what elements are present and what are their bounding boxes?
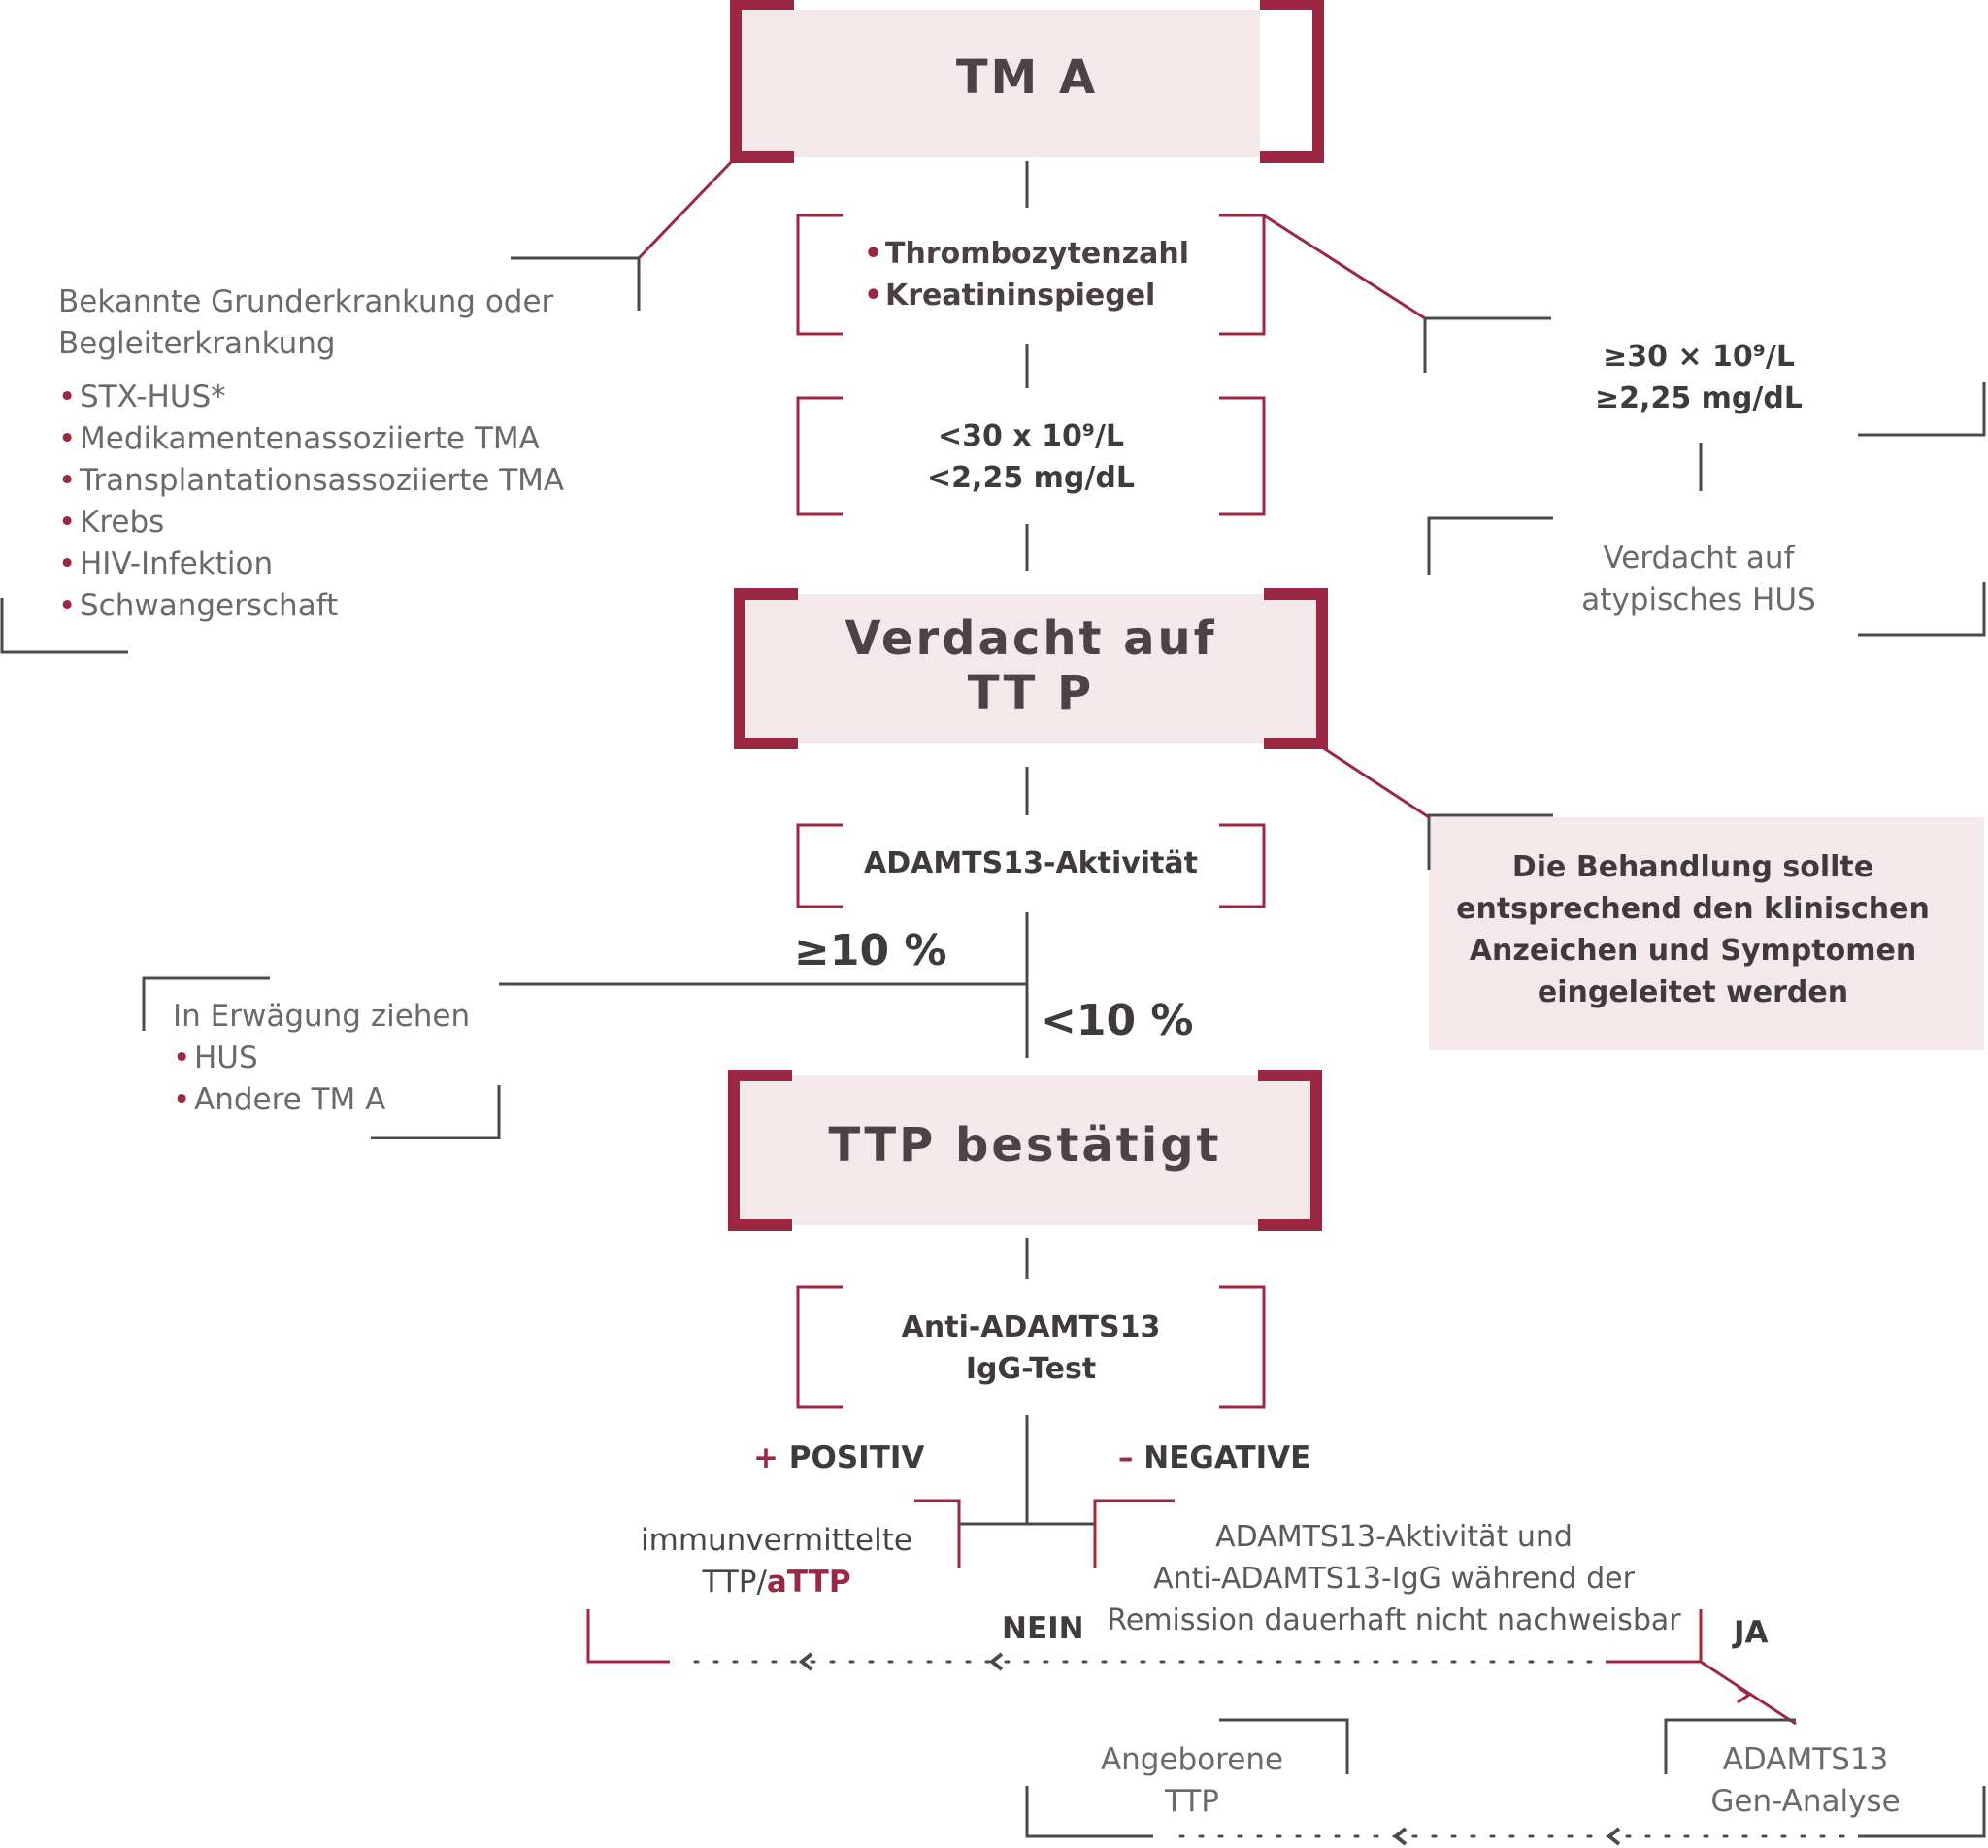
known-disease-list: STX-HUS* Medikamentenassoziierte TMA Tra… [58,377,564,627]
immune-ttp-text: TTP/ [702,1565,767,1600]
branch-high-label: ≥10 % [794,926,947,975]
minus-sign: – [1118,1440,1134,1475]
remission-line-1: ADAMTS13-Aktivität und [1215,1520,1573,1554]
atypical-line-1: Verdacht auf [1603,541,1795,576]
gene-line-1: ADAMTS13 [1722,1742,1889,1777]
low-values: <30 x 10⁹/L <2,25 mg/dL [843,415,1219,499]
high-values: ≥30 × 10⁹/L ≥2,25 mg/dL [1553,336,1844,419]
known-disease-block: Bekannte Grunderkrankung oder Begleiterk… [58,281,564,627]
igg-line-1: Anti-ADAMTS13 [901,1310,1161,1344]
branch-low-label: <10 % [1041,996,1194,1045]
list-item: Schwangerschaft [58,585,564,627]
list-item: Krebs [58,502,564,544]
suspected-ttp-box-fill [746,594,1324,743]
gene-line-2: Gen-Analyse [1710,1784,1901,1819]
consider-list: HUS Andere TM A [173,1038,470,1121]
list-item: Andere TM A [173,1079,470,1121]
remission-note: ADAMTS13-Aktivität und Anti-ADAMTS13-IgG… [1105,1516,1683,1641]
nein-label: NEIN [1002,1611,1084,1646]
treatment-note: Die Behandlung sollte entsprechend den k… [1429,846,1957,1013]
treatment-line-1: Die Behandlung sollte [1511,850,1874,884]
lab-parameter-list: Thrombozytenzahl Kreatininspiegel [864,233,1189,316]
suspected-ttp-title: Verdacht auf TT P [740,611,1322,720]
immune-line-2: TTP/aTTP [621,1562,932,1603]
ttp-confirmed-title: TTP bestätigt [828,1118,1222,1172]
consider-block: In Erwägung ziehen HUS Andere TM A [173,996,470,1121]
high-platelet-value: ≥30 × 10⁹/L [1603,340,1795,374]
tma-title: TM A [955,50,1099,105]
high-creatinine-value: ≥2,25 mg/dL [1595,381,1803,415]
atypical-hus-note: Verdacht auf atypisches HUS [1553,538,1844,621]
plus-sign: + [753,1440,779,1475]
suspected-ttp-line-1: Verdacht auf [845,611,1217,666]
positive-label: + POSITIV [753,1440,924,1475]
treatment-line-4: eingeleitet werden [1537,975,1849,1009]
immune-line-1: immunvermittelte [641,1523,912,1558]
negative-label: – NEGATIVE [1118,1440,1310,1475]
igg-test: Anti-ADAMTS13 IgG-Test [843,1306,1219,1390]
negative-text: NEGATIVE [1143,1440,1311,1475]
ja-label: JA [1734,1615,1769,1650]
list-item: Kreatininspiegel [864,275,1189,316]
immune-ttp: immunvermittelte TTP/aTTP [621,1520,932,1603]
list-item: STX-HUS* [58,377,564,418]
consider-title: In Erwägung ziehen [173,999,471,1034]
known-disease-title: Bekannte Grunderkrankung oder [58,284,554,319]
known-disease-title-2: Begleiterkrankung [58,326,336,361]
list-item: Thrombozytenzahl [864,233,1189,275]
treatment-line-3: Anzeichen und Symptomen [1469,934,1917,968]
treatment-note-fill [1429,817,1984,1050]
list-item: Medikamentenassoziierte TMA [58,418,564,460]
remission-line-2: Anti-ADAMTS13-IgG während der [1153,1562,1635,1596]
congenital-line-1: Angeborene [1100,1742,1284,1777]
list-item: HIV-Infektion [58,544,564,585]
remission-line-3: Remission dauerhaft nicht nachweisbar [1107,1603,1681,1637]
congenital-ttp: Angeborene TTP [1056,1739,1328,1823]
attp-text: aTTP [766,1565,851,1600]
low-creatinine-value: <2,25 mg/dL [927,461,1135,495]
gene-analysis: ADAMTS13 Gen-Analyse [1679,1739,1932,1823]
list-item: Transplantationsassoziierte TMA [58,460,564,502]
suspected-ttp-line-2: TT P [967,666,1095,720]
treatment-line-2: entsprechend den klinischen [1456,892,1930,926]
atypical-line-2: atypisches HUS [1581,582,1816,617]
positive-text: POSITIV [788,1440,925,1475]
list-item: HUS [173,1038,470,1079]
igg-line-2: IgG-Test [965,1352,1097,1386]
ttp-confirmed-box-fill [738,1075,1316,1225]
low-platelet-value: <30 x 10⁹/L [937,419,1125,453]
adamts-activity-label: ADAMTS13-Aktivität [863,846,1199,880]
congenital-line-2: TTP [1164,1784,1220,1819]
tma-box-fill [742,10,1260,157]
